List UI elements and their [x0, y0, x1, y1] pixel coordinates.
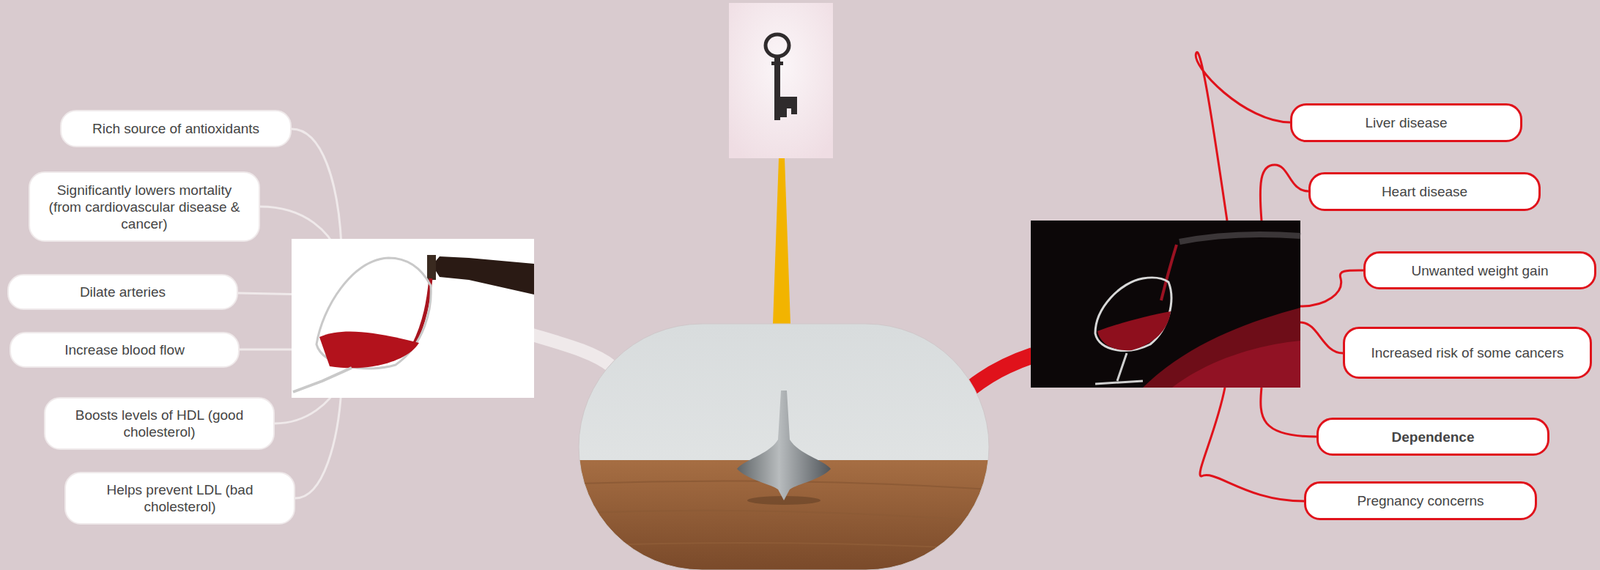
node-text: Liver disease [1365, 114, 1448, 132]
key-image [728, 2, 833, 159]
node-text: Unwanted weight gain [1411, 262, 1549, 280]
risk-box: Increased risk of some cancers [1342, 326, 1592, 379]
benefit-box: Significantly lowers mortality (from car… [28, 171, 261, 242]
node-text: Increase blood flow [64, 341, 185, 359]
benefit-box: Boosts levels of HDL (good cholesterol) [43, 397, 275, 450]
benefit-branch [527, 333, 612, 367]
node-text: Heart disease [1381, 183, 1468, 200]
center-outline [578, 323, 990, 570]
node-text: Pregnancy concerns [1356, 492, 1484, 510]
benefit-box: Helps prevent LDL (bad cholesterol) [64, 471, 296, 525]
benefit-box: Dilate arteries [7, 273, 239, 310]
risk-box: Unwanted weight gain [1363, 251, 1597, 290]
node-text: Dilate arteries [79, 283, 166, 301]
node-text: Significantly lowers mortality (from car… [43, 181, 246, 233]
benefit-box: Increase blood flow [9, 331, 240, 368]
node-text: Increased risk of some cancers [1371, 344, 1565, 362]
wine-pour-image [291, 238, 535, 398]
risk-box: Pregnancy concerns [1304, 481, 1537, 521]
risk-branch [970, 355, 1033, 389]
benefit-box: Rich source of antioxidants [60, 109, 292, 148]
key-branch [772, 158, 791, 324]
risk-box: Heart disease [1308, 172, 1541, 211]
risk-box: Liver disease [1290, 103, 1523, 143]
center-image [578, 323, 990, 570]
wine-dark-image [1030, 220, 1301, 388]
risk-box: Dependence [1316, 417, 1550, 456]
node-text: Helps prevent LDL (bad cholesterol) [79, 481, 281, 516]
node-text: Boosts levels of HDL (good cholesterol) [58, 406, 261, 441]
node-text: Dependence [1391, 428, 1475, 446]
node-text: Rich source of antioxidants [92, 120, 260, 137]
